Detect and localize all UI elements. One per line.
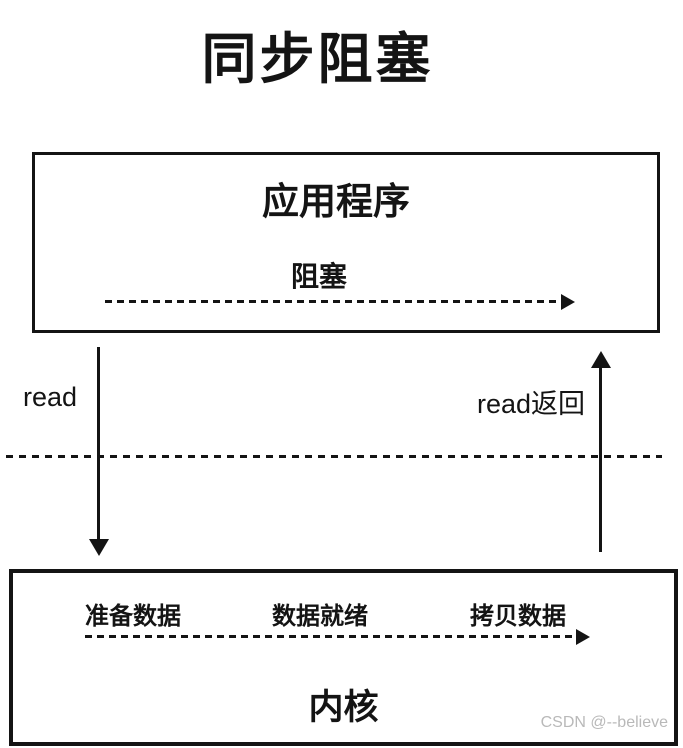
kernel-box-label: 内核 [308,688,379,727]
read-call-arrowhead-down-icon [89,539,109,556]
diagram-title: 同步阻塞 [201,28,434,90]
read-return-label: read返回 [477,389,586,419]
blocking-dashed-arrow [105,300,563,303]
user-kernel-boundary-line [6,455,662,458]
read-return-arrowhead-up-icon [591,351,611,368]
blocking-label: 阻塞 [290,261,347,292]
application-box-label: 应用程序 [262,181,410,222]
blocking-arrowhead-right-icon [561,294,575,310]
kernel-process-dashed-arrow [85,635,578,638]
read-call-label: read [23,382,78,412]
kernel-step-copy-data: 拷贝数据 [470,603,566,630]
read-call-arrow [97,347,100,541]
kernel-step-data-ready: 数据就绪 [272,603,368,630]
csdn-watermark: CSDN @--believe [540,714,668,731]
kernel-process-arrowhead-right-icon [576,629,590,645]
read-return-arrow [599,366,602,552]
kernel-box: 准备数据 数据就绪 拷贝数据 内核 CSDN @--believe [9,569,678,746]
kernel-step-prepare-data: 准备数据 [85,603,181,630]
application-box: 应用程序 阻塞 [32,152,660,333]
